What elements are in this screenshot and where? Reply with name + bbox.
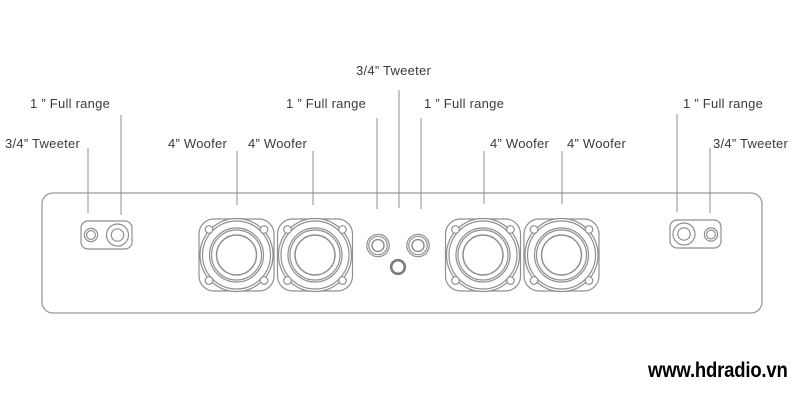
- label-center-full-range-left: 1 ” Full range: [286, 96, 367, 111]
- woofer-2-icon: [276, 217, 354, 293]
- woofer-1-icon: [198, 217, 275, 293]
- label-woofer-1: 4” Woofer: [168, 136, 228, 151]
- right-full-range-icon: [672, 222, 696, 246]
- left-full-range-icon: [105, 223, 130, 247]
- right-tweeter-icon: [703, 227, 719, 242]
- woofer-3-icon: [444, 217, 522, 293]
- label-left-full-range: 1 ” Full range: [30, 96, 111, 111]
- label-center-tweeter: 3/4” Tweeter: [356, 63, 432, 78]
- leader-lines: [87, 90, 711, 215]
- label-woofer-3: 4” Woofer: [490, 136, 550, 151]
- watermark: www.hdradio.vn: [648, 359, 788, 382]
- left-tweeter-module: [80, 220, 133, 250]
- center-cluster: [366, 233, 430, 276]
- label-center-full-range-right: 1 ” Full range: [424, 96, 505, 111]
- label-woofer-2: 4” Woofer: [248, 136, 308, 151]
- soundbar-outline: [41, 192, 763, 314]
- label-right-full-range: 1 ” Full range: [683, 96, 764, 111]
- label-left-tweeter: 3/4” Tweeter: [5, 136, 81, 151]
- left-tweeter-icon: [83, 227, 99, 243]
- center-full-range-left-icon: [366, 233, 390, 258]
- label-woofer-4: 4” Woofer: [567, 136, 627, 151]
- center-full-range-right-icon: [406, 233, 430, 258]
- center-tweeter-icon: [389, 258, 407, 276]
- woofer-4-icon: [523, 217, 600, 293]
- right-tweeter-module: [669, 219, 722, 249]
- label-right-tweeter: 3/4” Tweeter: [713, 136, 789, 151]
